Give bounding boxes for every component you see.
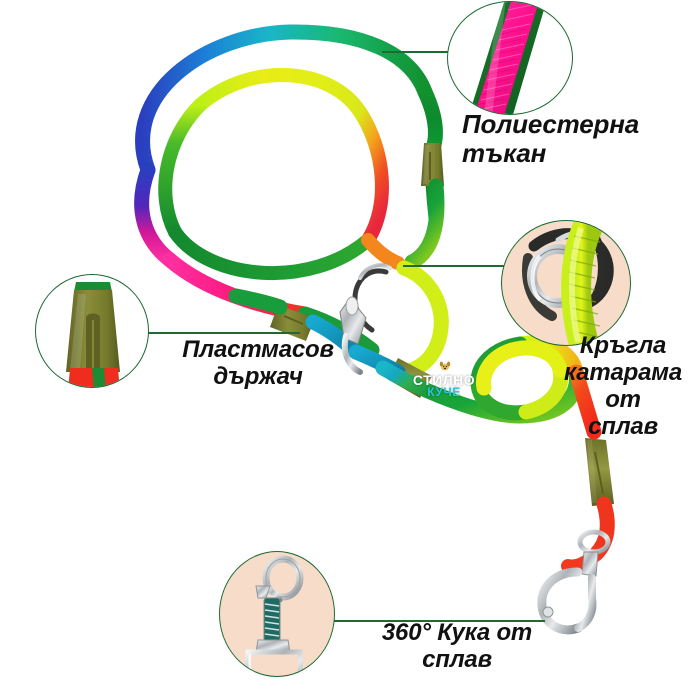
metal-carabiner-center	[339, 263, 392, 375]
rope-lime-loop	[375, 260, 449, 380]
alloy-buckle-closeup-image	[502, 221, 630, 345]
callout-label-buckle: Кръгла катарама от сплав	[563, 332, 682, 440]
callout-circle-buckle	[501, 220, 631, 346]
rope-lower-loop-inner-e	[476, 342, 520, 396]
rope-orange-joint	[361, 233, 405, 270]
rope-inner-right	[353, 105, 389, 247]
rope-outer-top	[135, 24, 433, 178]
callout-label-holder: Пластмасов държач	[182, 336, 334, 390]
rope-inner-left	[158, 98, 207, 239]
callout-label-polyester: Полиестерна тъкан	[462, 109, 639, 169]
callout-circle-hook	[219, 551, 335, 677]
plastic-holder-bottom	[585, 438, 614, 506]
rope-outer-right	[417, 84, 443, 158]
callout-circle-polyester	[447, 1, 573, 115]
metal-snap-hook-bottom	[537, 529, 611, 635]
plastic-holder-upper	[421, 143, 444, 186]
plastic-holder-closeup-image	[36, 275, 148, 387]
rope-red-tail-upper	[568, 364, 602, 440]
callout-label-hook: 360° Кука от сплав	[381, 619, 533, 673]
alloy-swivel-hook-closeup-image	[220, 552, 334, 676]
rope-inner-top	[193, 68, 367, 119]
rope-outer-left	[134, 162, 178, 268]
rope-inner-bottom	[168, 225, 375, 281]
callout-connectors	[146, 51, 545, 622]
rope-descending-green	[404, 178, 445, 270]
leash-illustration	[134, 24, 615, 635]
rope-left-green	[228, 288, 288, 315]
braided-rope-closeup-image	[448, 2, 572, 114]
callout-circle-holder	[35, 274, 149, 388]
